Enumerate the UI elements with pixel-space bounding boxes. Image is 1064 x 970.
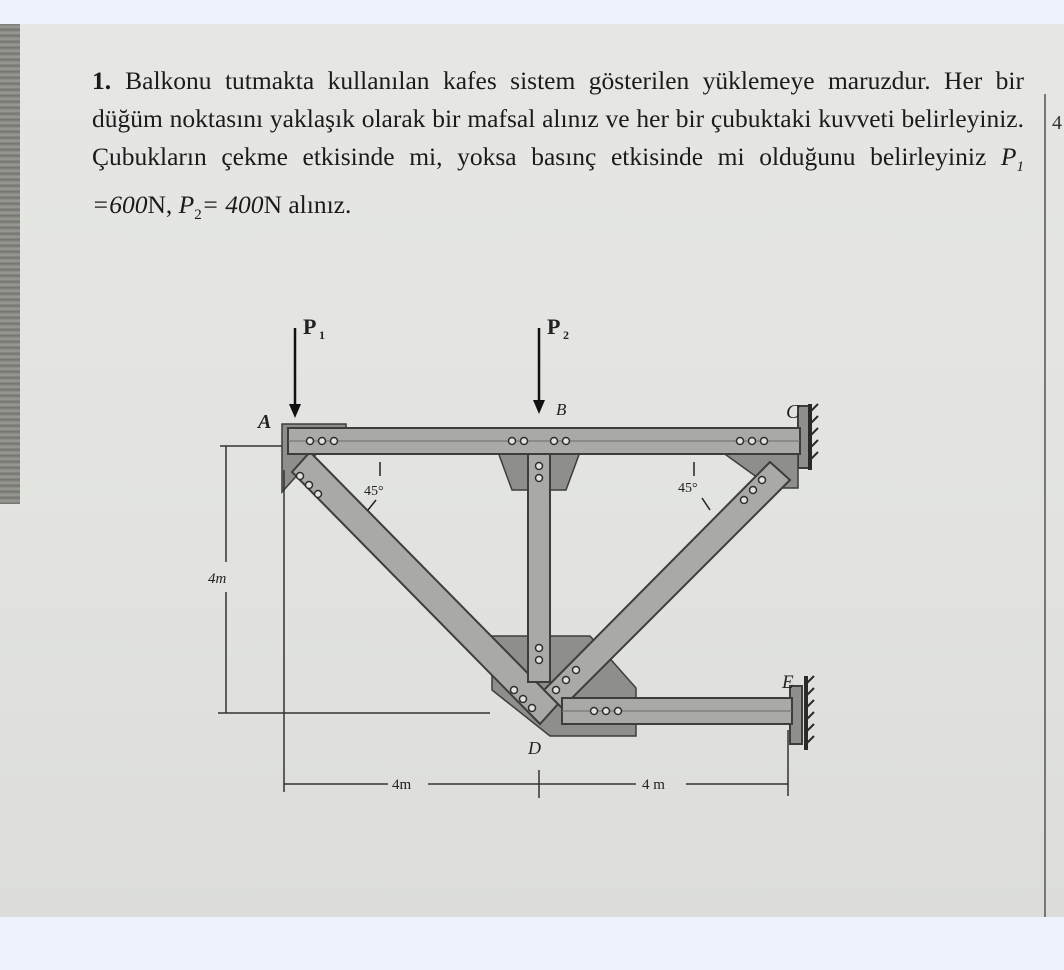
p1-subscript: 1: [1016, 159, 1025, 176]
p1-unit: N,: [147, 190, 173, 220]
load-arrow-p1: [289, 328, 301, 418]
page-edge-right: [1044, 94, 1046, 917]
node-label-b: B: [556, 400, 567, 419]
member-ad: [290, 450, 560, 726]
node-label-e: E: [781, 672, 794, 693]
problem-statement: 1.Balkonu tutmakta kullanılan kafes sist…: [92, 62, 1024, 234]
load-label-p2: P: [547, 314, 560, 339]
load-sub-p2: 2: [563, 328, 569, 342]
load-label-p1: P: [303, 314, 316, 339]
problem-number: 1.: [92, 66, 112, 95]
p2-unit: N alınız.: [263, 190, 352, 220]
dimension-height: [218, 445, 490, 714]
p2-subscript: 2: [194, 207, 202, 224]
node-label-d: D: [527, 738, 541, 758]
load-sub-p1: 1: [319, 328, 325, 342]
dimension-width: [283, 470, 789, 798]
dimension-label-height: 4m: [208, 571, 227, 587]
node-label-c: C: [786, 401, 800, 423]
page-edge-left: [0, 24, 20, 504]
node-label-a: A: [256, 411, 271, 433]
dimension-label-right: 4 m: [642, 777, 665, 793]
angle-label-right: 45°: [678, 481, 698, 496]
problem-text: Balkonu tutmakta kullanılan kafes sistem…: [92, 66, 1024, 171]
p2-value: = 400: [201, 190, 264, 220]
member-cd: [542, 460, 792, 710]
p1-value: =600: [92, 190, 148, 220]
angle-label-left: 45°: [364, 484, 384, 499]
load-arrow-p2: [533, 328, 545, 414]
bolts: [295, 436, 769, 716]
p2-symbol: P: [178, 190, 195, 220]
p1-symbol: P: [1000, 142, 1017, 171]
dimension-label-left: 4m: [392, 777, 412, 793]
next-page-fragment: 4: [1052, 112, 1062, 134]
